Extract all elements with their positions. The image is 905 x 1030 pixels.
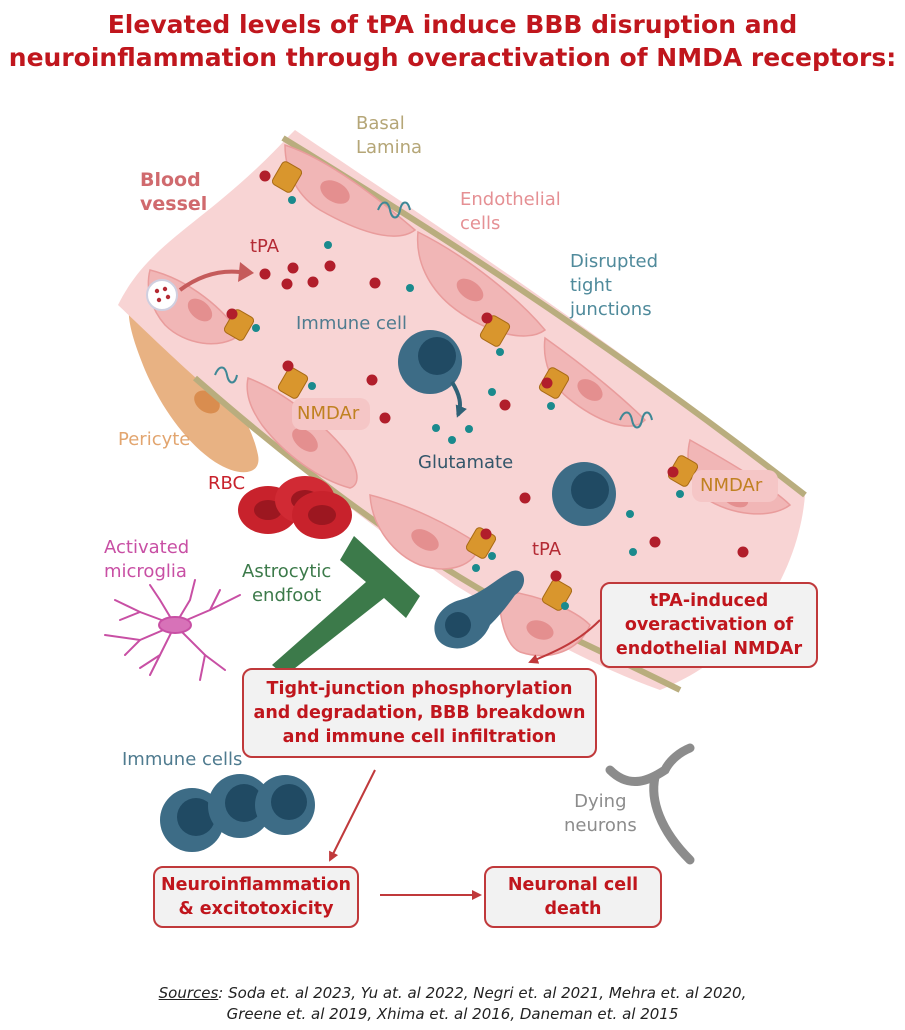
dying-neuron [605, 743, 695, 865]
title-line-2: neuroinflammation through overactivation… [8, 43, 897, 72]
glutamate-molecules [252, 196, 684, 610]
label-tpa-top: tPA [250, 236, 280, 257]
endothelial-nuclei [187, 180, 749, 640]
label-nmdar-left: NMDAr [297, 403, 360, 424]
red-blood-cells [238, 476, 352, 539]
label-tpa-bottom: tPA [532, 539, 562, 560]
tpa-release-arrow [178, 269, 241, 292]
tpa-release-arrowhead [238, 262, 254, 282]
label-immune-cell: Immune cell [296, 313, 407, 334]
immune-cell-top [398, 330, 462, 394]
box-neuroinflammation: Neuroinflammation & excitotoxicity [153, 866, 359, 928]
label-nmdar-right: NMDAr [700, 475, 763, 496]
label-rbc: RBC [208, 473, 246, 494]
sources-prefix: Sources [158, 984, 219, 1002]
sources-line-2: Greene et. al 2019, Xhima et. al 2016, D… [226, 1005, 679, 1023]
arrow-nmdar-to-tight [528, 619, 601, 664]
label-glutamate: Glutamate [418, 452, 514, 473]
tpa-vesicle [146, 279, 178, 311]
astrocytic-endfoot [272, 536, 420, 676]
sources-footnote: Sources: Soda et. al 2023, Yu at. al 202… [0, 983, 905, 1025]
diagram-title: Elevated levels of tPA induce BBB disrup… [0, 8, 905, 74]
immune-cell-middle [552, 462, 616, 526]
sources-line-1: : Soda et. al 2023, Yu at. al 2022, Negr… [218, 984, 747, 1002]
tpa-molecules [226, 170, 749, 582]
box-tight-junction-breakdown: Tight-junction phosphorylation and degra… [242, 668, 597, 758]
glutamate-release-arrow [450, 380, 467, 418]
nmda-receptors [223, 161, 699, 611]
activated-microglia [104, 579, 241, 681]
box-tpa-induced-overactivation: tPA-induced overactivation of endothelia… [600, 582, 818, 668]
box-neuronal-cell-death: Neuronal cell death [484, 866, 662, 928]
label-pericyte: Pericyte [118, 429, 191, 450]
tight-junctions [214, 201, 653, 429]
immune-cells-cluster [160, 774, 315, 852]
infiltrating-immune-cell [434, 570, 525, 649]
label-immune-cells: Immune cells [122, 749, 243, 770]
nmdar-right-badge [692, 470, 778, 502]
arrow-tight-to-neuroinflammation [329, 769, 376, 862]
nmdar-left-badge [292, 398, 370, 430]
title-line-1: Elevated levels of tPA induce BBB disrup… [107, 10, 798, 39]
